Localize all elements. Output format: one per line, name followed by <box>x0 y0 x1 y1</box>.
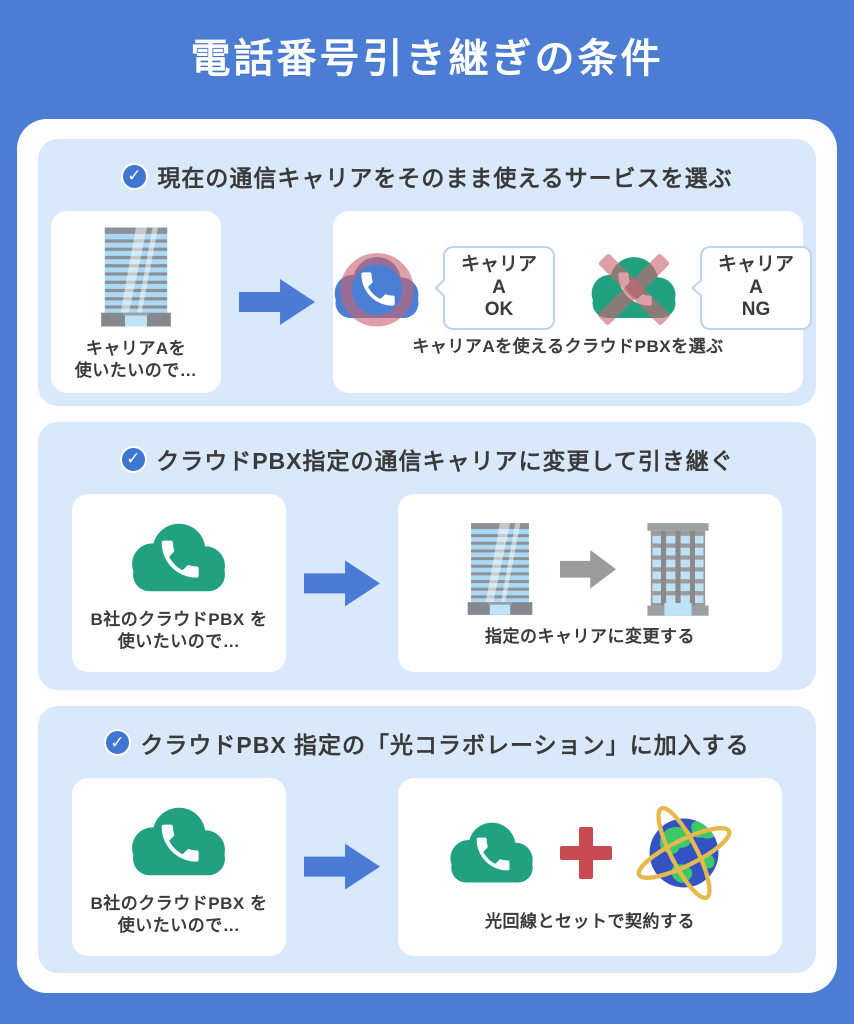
card-caption: キャリアAを使えるクラウドPBXを選ぶ <box>412 337 724 357</box>
section-heading-text: クラウドPBX 指定の「光コラボレーション」に加入する <box>140 731 750 758</box>
cloud-plus-internet <box>440 801 740 905</box>
ok-circle-mark <box>340 253 414 327</box>
speech-bubble-ok: キャリアA OK <box>443 245 555 331</box>
card-caption: キャリアAを 使いたいので… <box>74 338 198 380</box>
arrow-right-icon <box>239 279 315 325</box>
section-heading: ✓ クラウドPBX 指定の「光コラボレーション」に加入する <box>104 726 749 760</box>
arrow-right-icon <box>304 560 380 607</box>
globe-internet-icon <box>636 805 732 900</box>
cloud-phone-ng-icon <box>591 253 676 325</box>
ok-ng-comparison: キャリアA OK <box>324 245 812 331</box>
check-icon: ✓ <box>121 162 149 190</box>
page-title: 電話番号引き継ぎの条件 <box>190 37 664 81</box>
section-content: B社のクラウドPBX を 使いたいので… <box>38 494 816 673</box>
section-change-carrier: ✓ クラウドPBX指定の通信キャリアに変更して引き継ぐ B社のクラウドPBX を… <box>38 422 816 690</box>
check-icon: ✓ <box>120 445 148 473</box>
section-content: キャリアAを 使いたいので… <box>38 211 816 393</box>
office-building-blue-icon <box>101 227 171 327</box>
section-content: B社のクラウドPBX を 使いたいので… <box>38 777 816 956</box>
card-company-b-pbx-wish: B社のクラウドPBX を 使いたいので… <box>72 494 286 673</box>
arrow-right-icon <box>304 843 380 890</box>
card-caption: 指定のキャリアに変更する <box>485 627 695 647</box>
section-heading: ✓ 現在の通信キャリアをそのまま使えるサービスを選ぶ <box>121 159 732 193</box>
carrier-ng-group: キャリアA NG <box>581 245 812 331</box>
cloud-phone-icon <box>450 822 533 883</box>
check-icon: ✓ <box>104 729 132 757</box>
section-hikari-collaboration: ✓ クラウドPBX 指定の「光コラボレーション」に加入する B社のクラウドPBX… <box>38 705 816 973</box>
gray-arrow-right-icon <box>560 549 616 589</box>
card-carrier-a-wish: キャリアAを 使いたいので… <box>51 211 221 393</box>
card-company-b-pbx-wish: B社のクラウドPBX を 使いたいので… <box>72 777 286 956</box>
speech-bubble-ng: キャリアA NG <box>700 245 812 331</box>
section-heading-text: 現在の通信キャリアをそのまま使えるサービスを選ぶ <box>157 165 733 191</box>
cloud-phone-icon <box>132 523 225 592</box>
office-building-gray-icon <box>647 523 709 617</box>
office-building-blue-icon <box>467 523 533 616</box>
cloud-phone-ok-icon <box>334 253 419 327</box>
card-caption: B社のクラウドPBX を 使いたいので… <box>90 610 268 652</box>
card-choose-cloud-pbx: キャリアA OK <box>333 211 812 393</box>
section-heading: ✓ クラウドPBX指定の通信キャリアに変更して引き継ぐ <box>120 442 734 476</box>
plus-icon <box>560 827 612 879</box>
section-heading-text: クラウドPBX指定の通信キャリアに変更して引き継ぐ <box>156 448 734 475</box>
section-keep-current-carrier: ✓ 現在の通信キャリアをそのまま使えるサービスを選ぶ <box>38 139 816 407</box>
cloud-phone-icon <box>132 807 225 875</box>
ng-cross-mark <box>598 253 670 325</box>
card-bundle-with-fiber: 光回線とセットで契約する <box>398 777 782 956</box>
card-change-to-designated-carrier: 指定のキャリアに変更する <box>398 494 782 673</box>
card-caption: B社のクラウドPBX を 使いたいので… <box>90 893 268 935</box>
card-caption: 光回線とセットで契約する <box>485 911 695 931</box>
main-panel: ✓ 現在の通信キャリアをそのまま使えるサービスを選ぶ <box>17 119 837 993</box>
building-transition <box>456 518 724 620</box>
carrier-ok-group: キャリアA OK <box>324 245 555 331</box>
